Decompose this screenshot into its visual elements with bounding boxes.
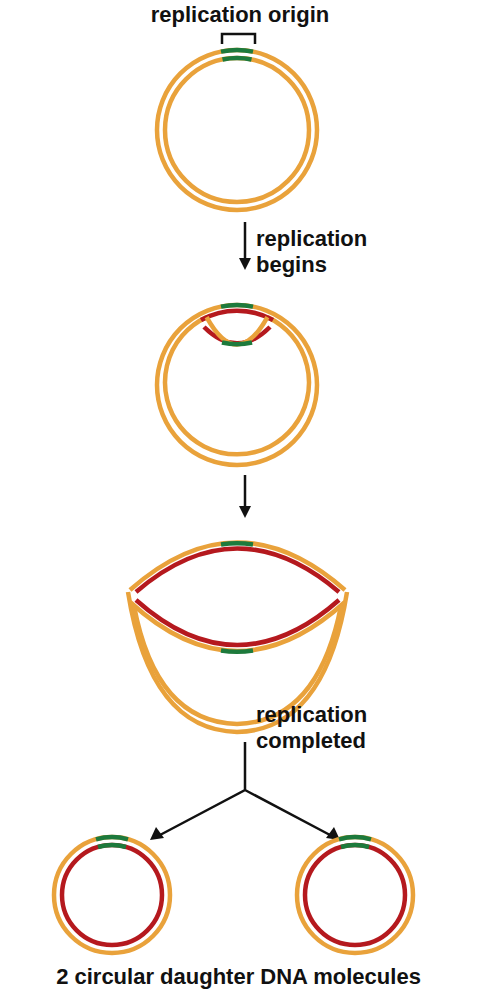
arrow [160,742,330,835]
origin-segment [221,305,253,307]
origin-bracket [222,34,255,44]
new-strand [62,845,162,945]
parental-strand [165,317,309,454]
new-strand [136,600,339,645]
result-label: 2 circular daughter DNA molecules [0,964,477,990]
parental-strand [157,50,317,210]
arrow-head [150,827,164,840]
origin-segment [223,58,252,59]
parental-strand [157,305,317,465]
origin-segment [341,845,369,847]
parental-strand [207,317,268,344]
arrow [244,222,247,262]
new-strand [305,845,405,945]
new-strand [136,549,339,593]
origin-segment [222,343,252,345]
arrow [244,475,247,510]
origin-segment [221,651,253,652]
parental-strand [54,837,170,953]
arrow-head [239,506,251,518]
step-label: replication completed [256,702,406,754]
parental-strand [130,602,345,651]
origin-segment [221,50,253,52]
origin-label: replication origin [100,2,380,28]
new-strand [201,311,273,320]
origin-segment [98,845,126,847]
origin-segment [221,543,253,544]
origin-segment [339,837,371,839]
parental-strand [297,837,413,953]
step-label: replication begins [256,226,406,278]
origin-segment [96,837,128,839]
parental-strand [165,58,309,202]
arrow-head [239,258,251,270]
